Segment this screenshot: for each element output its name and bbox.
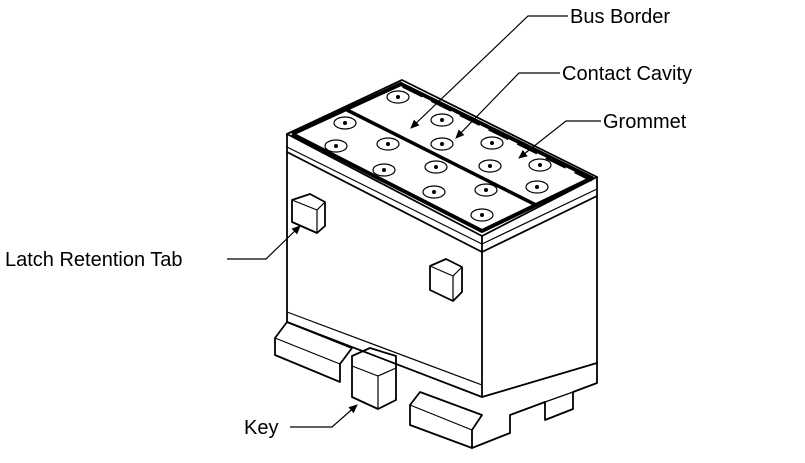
base-foot-right-side bbox=[471, 362, 598, 449]
contact-cavity bbox=[424, 160, 448, 174]
base-slot-line bbox=[544, 391, 574, 403]
key-leader bbox=[290, 404, 358, 428]
key bbox=[351, 347, 397, 410]
contact-cavity bbox=[478, 159, 502, 173]
grommet-label: Grommet bbox=[603, 111, 687, 133]
latch-tab-left bbox=[291, 193, 326, 234]
base-foot-left bbox=[274, 321, 353, 383]
contact-cavity bbox=[324, 139, 348, 153]
contact-cavity bbox=[430, 137, 454, 151]
contact-cavity bbox=[430, 113, 454, 127]
grommet-leader bbox=[518, 120, 601, 159]
bus-border-label: Bus Border bbox=[570, 6, 670, 28]
contact-cavity-label: Contact Cavity bbox=[562, 63, 692, 85]
bus-divider-1 bbox=[346, 108, 537, 207]
contact-cavity bbox=[376, 137, 400, 151]
collar-inner-line bbox=[286, 146, 598, 245]
latch-retention-tab-leader bbox=[227, 225, 301, 260]
contact-cavity bbox=[474, 183, 498, 197]
contact-cavities bbox=[324, 90, 552, 222]
contact-cavity bbox=[372, 163, 396, 177]
contact-cavity bbox=[422, 185, 446, 199]
latch-retention-tab-label: Latch Retention Tab bbox=[5, 249, 183, 271]
housing-bottom-inner bbox=[286, 311, 483, 386]
base-foot-left-edge bbox=[274, 337, 341, 365]
bus-border-outline bbox=[291, 82, 594, 233]
connector-body bbox=[274, 79, 598, 449]
contact-cavity bbox=[525, 180, 549, 194]
contact-cavity bbox=[528, 158, 552, 172]
bus-divider-2 bbox=[402, 84, 593, 182]
contact-cavity-leader bbox=[455, 72, 560, 139]
key-label: Key bbox=[244, 417, 278, 439]
housing-bottom-right bbox=[481, 362, 598, 398]
base-foot-right-edge bbox=[409, 404, 473, 431]
contact-cavity bbox=[480, 136, 504, 150]
contact-cavity bbox=[386, 90, 410, 104]
contact-cavity bbox=[470, 208, 494, 222]
bus-border-leader bbox=[410, 15, 568, 129]
contact-cavity bbox=[333, 116, 357, 130]
latch-tab-right bbox=[429, 258, 463, 302]
